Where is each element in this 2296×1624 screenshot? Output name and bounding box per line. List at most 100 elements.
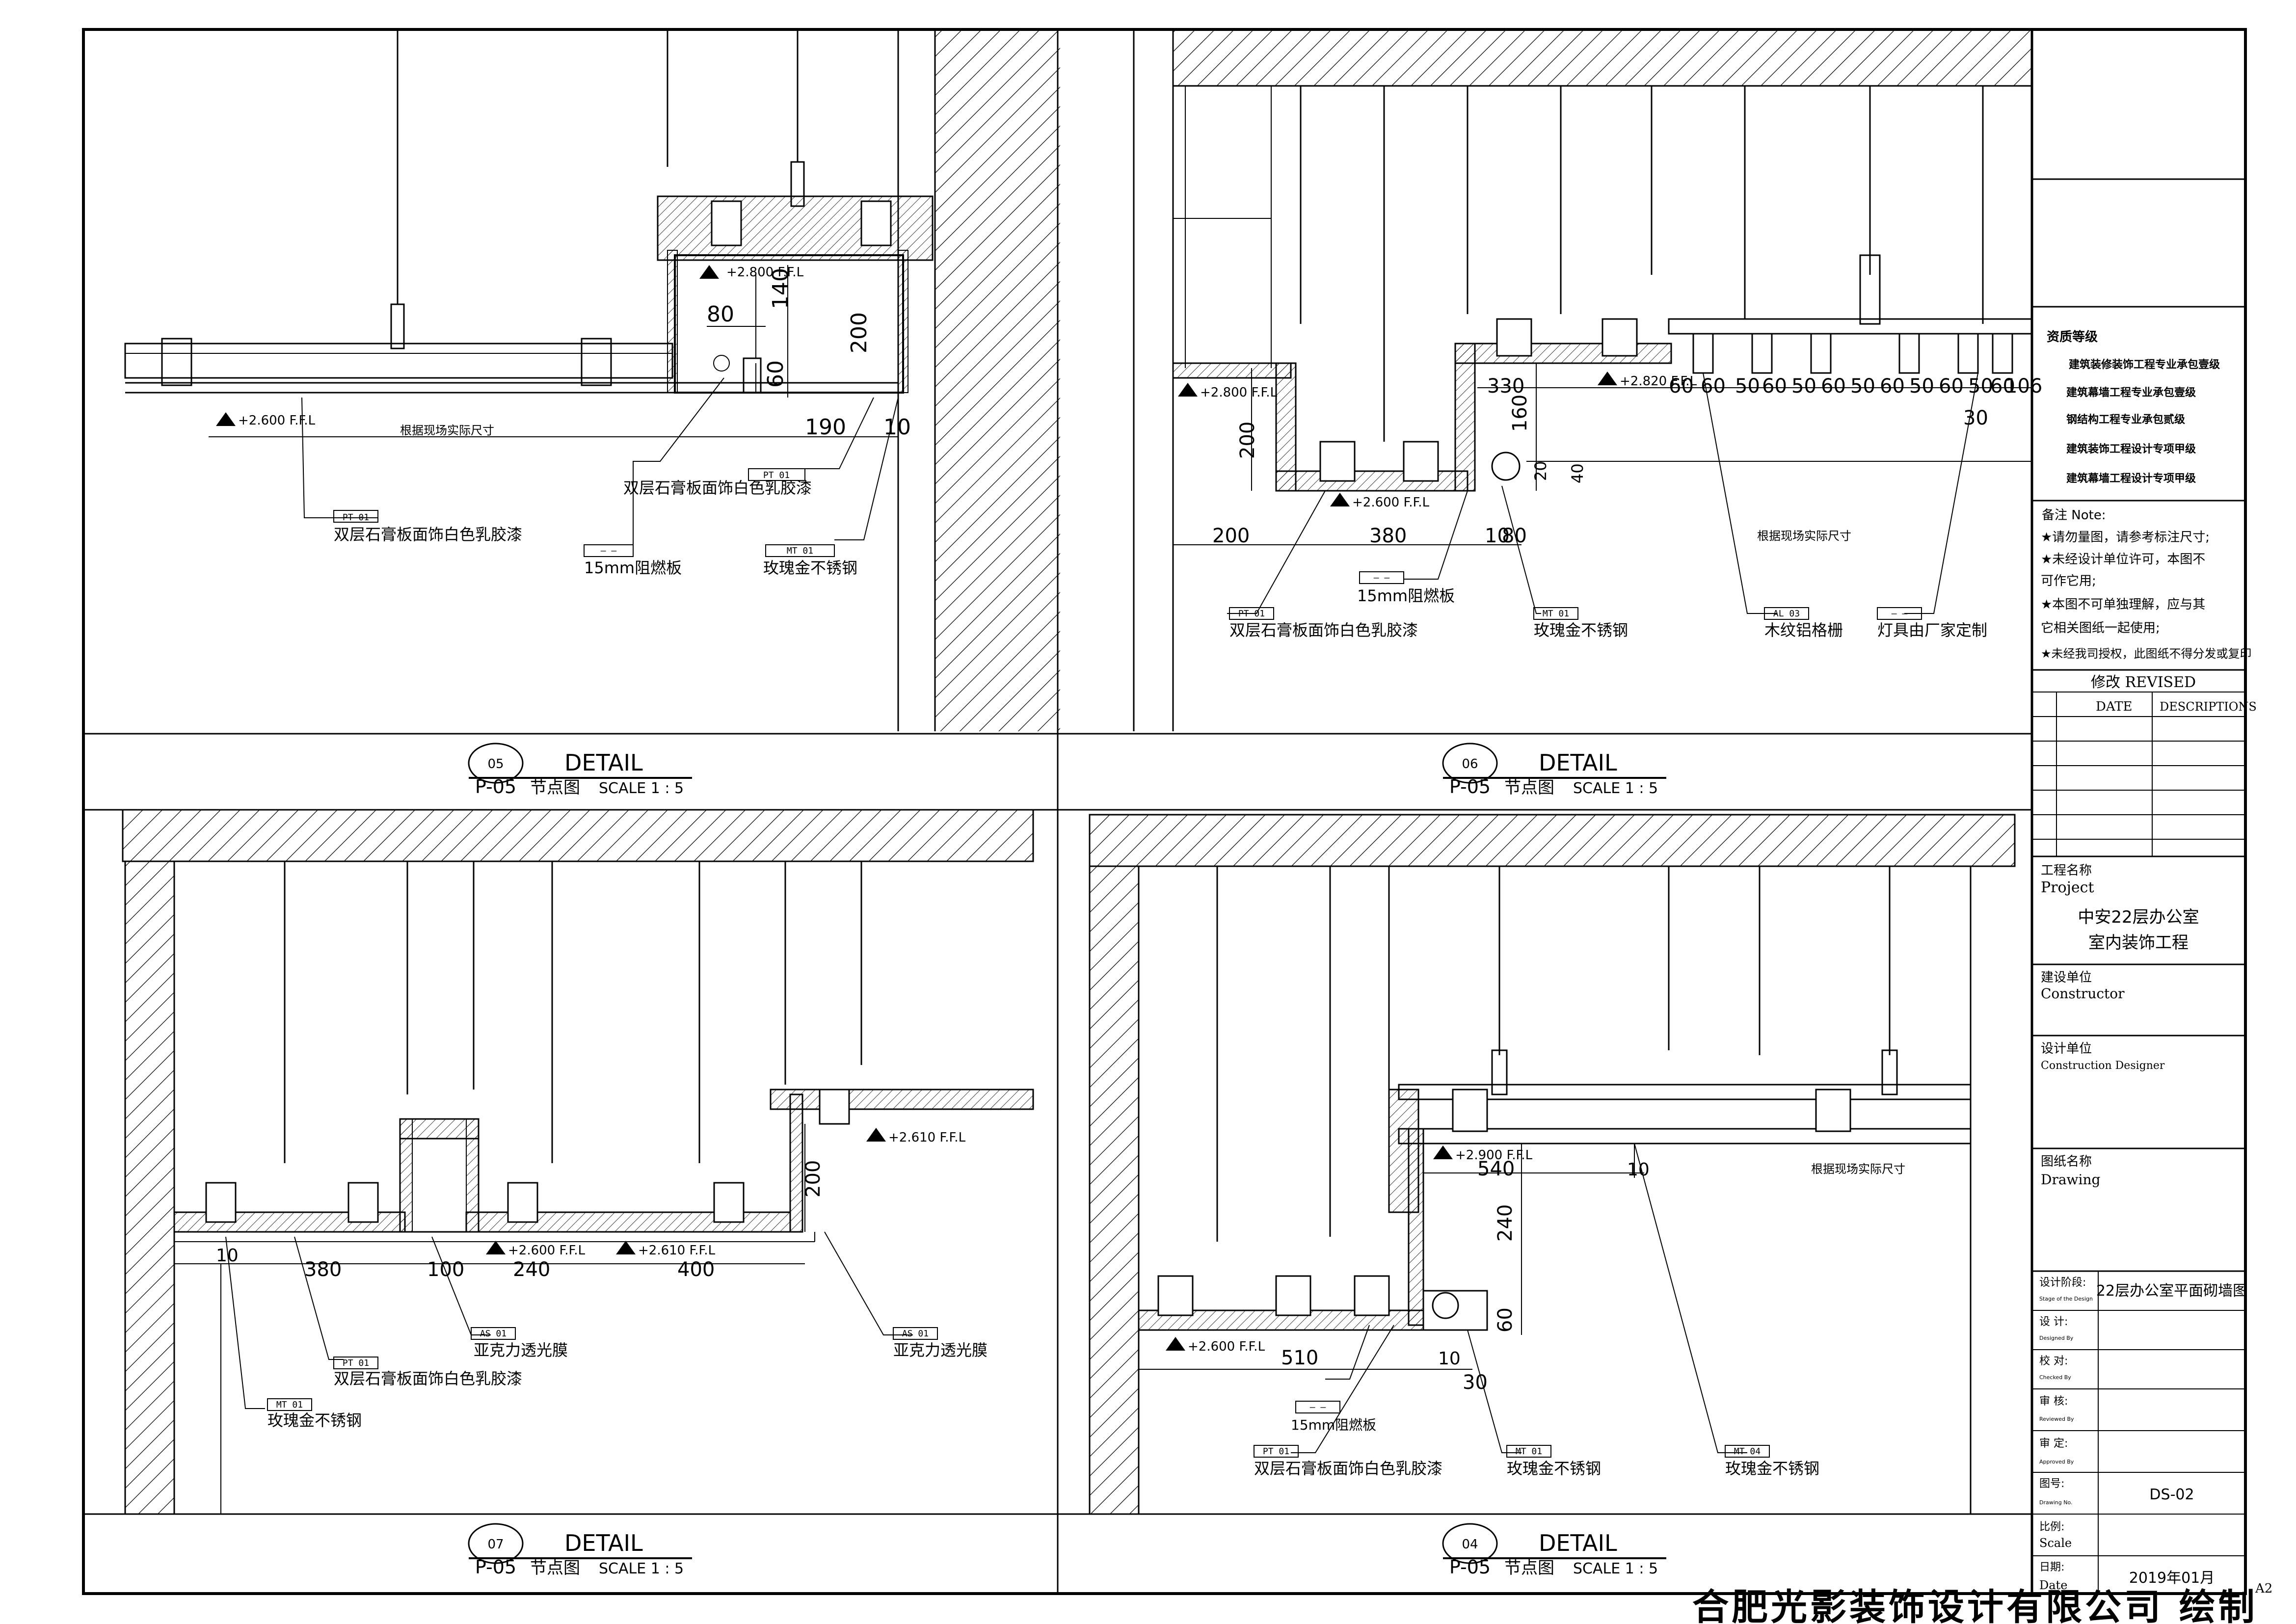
dimension: 240: [1494, 1204, 1517, 1242]
dimension: 50: [1791, 375, 1816, 398]
sheet-size: A2: [2255, 1581, 2272, 1596]
level-mark: +2.600 F.F.L: [238, 413, 316, 428]
callout-text: 玫瑰金不锈钢: [267, 1411, 362, 1430]
project-label-en: Project: [2041, 879, 2094, 896]
wall-hatch: [935, 29, 1060, 731]
title-block: [2032, 178, 2245, 1594]
dimension: 60: [1821, 375, 1846, 398]
detail-ref: P-05: [475, 1556, 516, 1578]
callout-tag: PT 01: [343, 512, 369, 523]
review-label-en: Reviewed By: [2039, 1416, 2074, 1422]
date-label-en: Date: [2039, 1578, 2067, 1592]
detail-number: 07: [487, 1537, 504, 1552]
approve-label-en: Approved By: [2039, 1459, 2074, 1465]
detail-subtitle: 节点图: [530, 1558, 580, 1578]
scale-label-en: Scale: [2039, 1536, 2072, 1550]
callout-tag: PT 01: [1263, 1446, 1289, 1457]
dimension: 400: [677, 1258, 715, 1281]
detail-04-labels: +2.900 F.F.L +2.600 F.F.L 540 10 240 60 …: [1188, 1148, 1905, 1478]
detail-bubble: [1442, 1523, 1498, 1564]
dimension: 190: [805, 415, 846, 440]
site-note: 根据现场实际尺寸: [1757, 529, 1851, 543]
slab-hatch: [122, 809, 1034, 862]
callout-tag: MT 01: [787, 546, 813, 556]
note-line: 它相关图纸一起使用;: [2041, 621, 2160, 636]
callout-text: 玫瑰金不锈钢: [763, 559, 857, 577]
callout-tag: AS 01: [902, 1329, 929, 1339]
note-line: ★本图不可单独理解，应与其: [2041, 597, 2205, 612]
level-mark: +2.600 F.F.L: [1188, 1339, 1265, 1354]
number-label-cn: 图号:: [2039, 1478, 2064, 1490]
callout-text: 灯具由厂家定制: [1877, 621, 1987, 639]
dimension: 330: [1487, 375, 1524, 398]
dimension: 380: [304, 1258, 342, 1281]
approve-label-cn: 审 定:: [2039, 1438, 2068, 1450]
dimension: 200: [1236, 422, 1259, 459]
callout-tag: — —: [601, 546, 617, 556]
stage-label-cn: 设计阶段:: [2039, 1277, 2086, 1289]
stage-label-en: Stage of the Design: [2039, 1296, 2093, 1302]
dimension: 106: [2005, 375, 2042, 398]
level-mark: +2.820 F.F.L: [1620, 374, 1697, 389]
qualification-line: 建筑幕墙工程设计专项甲级: [2066, 472, 2196, 485]
detail-subtitle: 节点图: [1504, 778, 1554, 798]
detail-bubble: [468, 1523, 524, 1564]
callout-text: 亚克力透光膜: [474, 1341, 568, 1359]
dimension: 80: [1502, 525, 1527, 547]
site-note: 根据现场实际尺寸: [1811, 1162, 1905, 1176]
title-block-text: 资质等级 建筑装修装饰工程专业承包壹级 建筑幕墙工程专业承包壹级 钢结构工程专业…: [2039, 329, 2272, 1596]
callout-tag: — —: [1310, 1402, 1326, 1412]
detail-ref: P-05: [1449, 1556, 1491, 1578]
detail-04: [1089, 814, 2016, 1515]
constructor-label-cn: 建设单位: [2041, 970, 2092, 985]
callout-tag: MT 01: [1543, 609, 1569, 619]
project-name-line1: 中安22层办公室: [2078, 907, 2199, 927]
check-label-en: Checked By: [2039, 1374, 2071, 1381]
detail-scale: SCALE 1 : 5: [599, 780, 684, 797]
design-label-en: Designed By: [2039, 1335, 2074, 1341]
dimension: 20: [1531, 461, 1550, 481]
callout-tag: — —: [1374, 573, 1390, 583]
level-mark: +2.800 F.F.L: [726, 265, 804, 280]
drawing-name: 22层办公室平面砌墙图: [2096, 1282, 2247, 1300]
callout-tag: PT 01: [343, 1358, 369, 1368]
dimension: 200: [1212, 525, 1250, 547]
notes-title: 备注 Note:: [2042, 508, 2106, 523]
review-label-cn: 审 核:: [2039, 1395, 2068, 1408]
date-column: DATE: [2096, 699, 2133, 714]
descriptions-column: DESCRIPTIONS: [2160, 700, 2257, 714]
detail-number: 05: [487, 757, 504, 772]
callout-text: 双层石膏板面饰白色乳胶漆: [334, 525, 522, 544]
detail-05: [124, 29, 1060, 731]
wall-hatch: [124, 860, 175, 1515]
level-mark: +2.600 F.F.L: [1352, 495, 1430, 510]
callout-text: 15mm阻燃板: [584, 559, 682, 577]
design-label-cn: 设 计:: [2039, 1316, 2068, 1328]
callout-tag: — —: [1892, 609, 1908, 619]
detail-scale: SCALE 1 : 5: [1573, 780, 1658, 797]
callout-text: 15mm阻燃板: [1291, 1417, 1376, 1433]
callout-text: 玫瑰金不锈钢: [1534, 621, 1628, 639]
callout-text: 双层石膏板面饰白色乳胶漆: [1229, 621, 1418, 639]
detail-07: [122, 809, 1034, 1515]
designer-label-en: Construction Designer: [2041, 1060, 2165, 1072]
level-mark: +2.600 F.F.L: [508, 1243, 586, 1258]
site-note: 根据现场实际尺寸: [400, 424, 494, 437]
slab-hatch: [1172, 28, 2033, 87]
callout-tag: AS 01: [480, 1329, 507, 1339]
dimension: 30: [1463, 1371, 1488, 1394]
dimension: 80: [707, 302, 734, 327]
detail-title: DETAIL: [1539, 749, 1617, 776]
qualification-line: 建筑幕墙工程专业承包壹级: [2066, 386, 2196, 399]
qualification-line: 建筑装修装饰工程专业承包壹级: [2069, 358, 2220, 371]
dimension: 200: [847, 312, 872, 353]
note-line: ★未经设计单位许可，本图不: [2041, 552, 2205, 567]
dimension: 30: [1963, 407, 1988, 429]
callout-text: 双层石膏板面饰白色乳胶漆: [623, 479, 812, 497]
detail-06: [1133, 28, 2033, 731]
detail-subtitle: 节点图: [530, 778, 580, 798]
dimension: 50: [1850, 375, 1875, 398]
detail-06-labels: +2.800 F.F.L +2.820 F.F.L +2.600 F.F.L 3…: [1200, 374, 2042, 639]
detail-title: DETAIL: [564, 1530, 643, 1556]
level-mark: +2.610 F.F.L: [888, 1130, 966, 1145]
